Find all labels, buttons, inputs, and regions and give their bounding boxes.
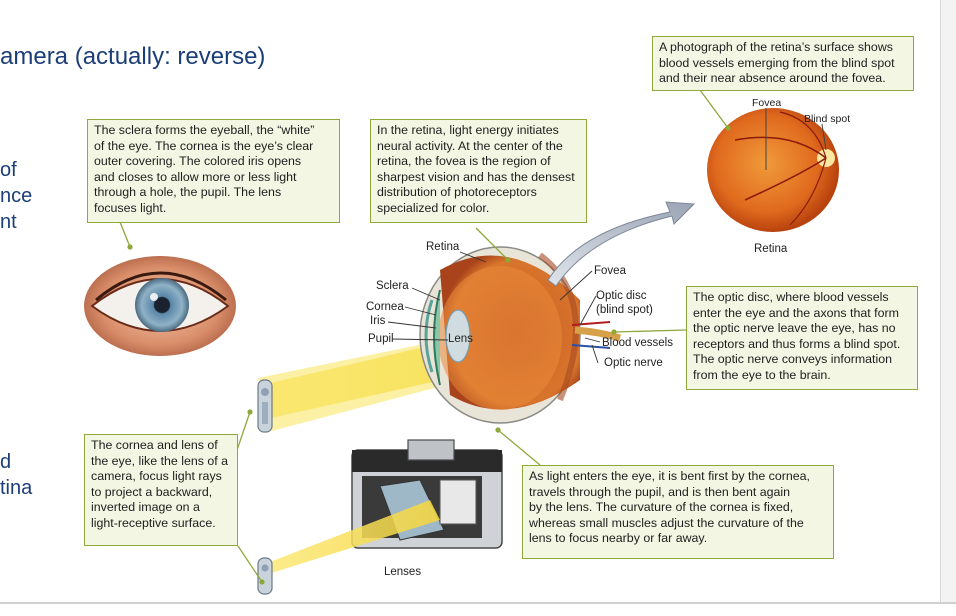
caption-retina-photo: A photograph of the retina’s surface sho… (652, 36, 914, 91)
label-lens: Lens (448, 333, 473, 345)
label-blood-vessels: Blood vessels (602, 337, 673, 349)
caption-line: light-receptive surface. (91, 515, 216, 530)
left-text-fragment: nt (0, 211, 17, 233)
caption-line: In the retina, light energy initiates (377, 123, 559, 137)
caption-line: blood vessels emerging from the blind sp… (659, 55, 895, 70)
retina-photograph (707, 108, 839, 232)
label-pupil: Pupil (368, 333, 394, 345)
label-optic-disc: Optic disc (596, 290, 647, 302)
caption-line: camera, focus light rays (91, 469, 222, 484)
caption-line: distribution of photoreceptors (377, 185, 537, 200)
label-retina: Retina (426, 241, 460, 253)
caption-line: retina, the fovea is the region of (377, 154, 551, 169)
label-photo-retina: Retina (754, 243, 788, 255)
label-iris: Iris (370, 315, 386, 327)
caption-line: through a hole, the pupil. The lens (94, 185, 282, 200)
caption-line: and closes to allow more or less light (94, 169, 297, 184)
caption-camera: The cornea and lens of the eye, like the… (84, 434, 238, 546)
label-sclera: Sclera (376, 280, 409, 292)
caption-line: to project a backward, (91, 484, 213, 499)
caption-retina: In the retina, light energy initiates ne… (370, 119, 587, 223)
label-cornea: Cornea (366, 301, 404, 313)
label-leaders (387, 251, 601, 364)
caption-line: The optic nerve conveys information (693, 352, 893, 367)
caption-pointer-dots (127, 125, 731, 585)
label-fovea: Fovea (594, 265, 627, 277)
human-eye-photo (84, 256, 236, 356)
light-beam-camera (262, 500, 440, 576)
slide-bottom-border (0, 602, 956, 604)
caption-line: neural activity. At the center of the (377, 138, 563, 153)
caption-line: from the eye to the brain. (693, 367, 831, 382)
caption-line: inverted image on a (91, 500, 200, 515)
caption-sclera: The sclera forms the eyeball, the “white… (87, 119, 340, 223)
slide-title: amera (actually: reverse) (0, 43, 266, 70)
left-text-fragment: of (0, 159, 17, 181)
caption-line: receptors and thus forms a blind spot. (693, 336, 901, 351)
caption-line: enter the eye and the axons that form (693, 305, 899, 320)
caption-line: whereas small muscles adjust the curvatu… (529, 515, 804, 530)
eye-diagram: Retina Sclera Cornea Iris Pupil Lens Fov… (84, 89, 850, 595)
vertical-scrollbar[interactable] (940, 0, 956, 604)
eye-cross-section (419, 246, 622, 424)
caption-line: the optic nerve leave the eye, has no (693, 321, 896, 336)
caption-optic-disc: The optic disc, where blood vessels ente… (686, 286, 918, 390)
caption-line: the eye, like the lens of a (91, 453, 229, 468)
caption-line: focuses light. (94, 200, 167, 215)
arrow-to-photo (547, 201, 696, 287)
label-blind-spot: (blind spot) (596, 304, 653, 316)
label-photo-fovea: Fovea (752, 97, 781, 109)
object-figure-eye (257, 379, 273, 433)
caption-line: outer covering. The colored iris opens (94, 154, 302, 169)
caption-line: A photograph of the retina’s surface sho… (659, 40, 893, 54)
label-optic-nerve: Optic nerve (604, 357, 663, 369)
caption-line: lens to focus nearby or far away. (529, 531, 708, 546)
left-text-fragment: d (0, 451, 12, 473)
caption-line: The sclera forms the eyeball, the “white… (94, 123, 315, 137)
caption-line: The cornea and lens of (91, 438, 218, 452)
caption-line: by the lens. The curvature of the cornea… (529, 500, 794, 515)
caption-line: specialized for color. (377, 200, 490, 215)
left-text-fragment: tina (0, 477, 33, 499)
label-lenses: Lenses (384, 566, 421, 578)
caption-pointers (119, 89, 729, 583)
label-photo-blind-spot: Blind spot (804, 113, 850, 125)
caption-line: of the eye. The cornea is the eye’s clea… (94, 138, 314, 153)
object-figure-camera (257, 557, 273, 595)
caption-line: The optic disc, where blood vessels (693, 290, 889, 304)
caption-line: sharpest vision and has the densest (377, 169, 575, 184)
caption-line: and their near absence around the fovea. (659, 71, 886, 86)
caption-line: As light enters the eye, it is bent firs… (529, 469, 810, 483)
left-text-fragment: nce (0, 185, 33, 207)
caption-light-path: As light enters the eye, it is bent firs… (522, 465, 834, 559)
caption-line: travels through the pupil, and is then b… (529, 484, 791, 499)
